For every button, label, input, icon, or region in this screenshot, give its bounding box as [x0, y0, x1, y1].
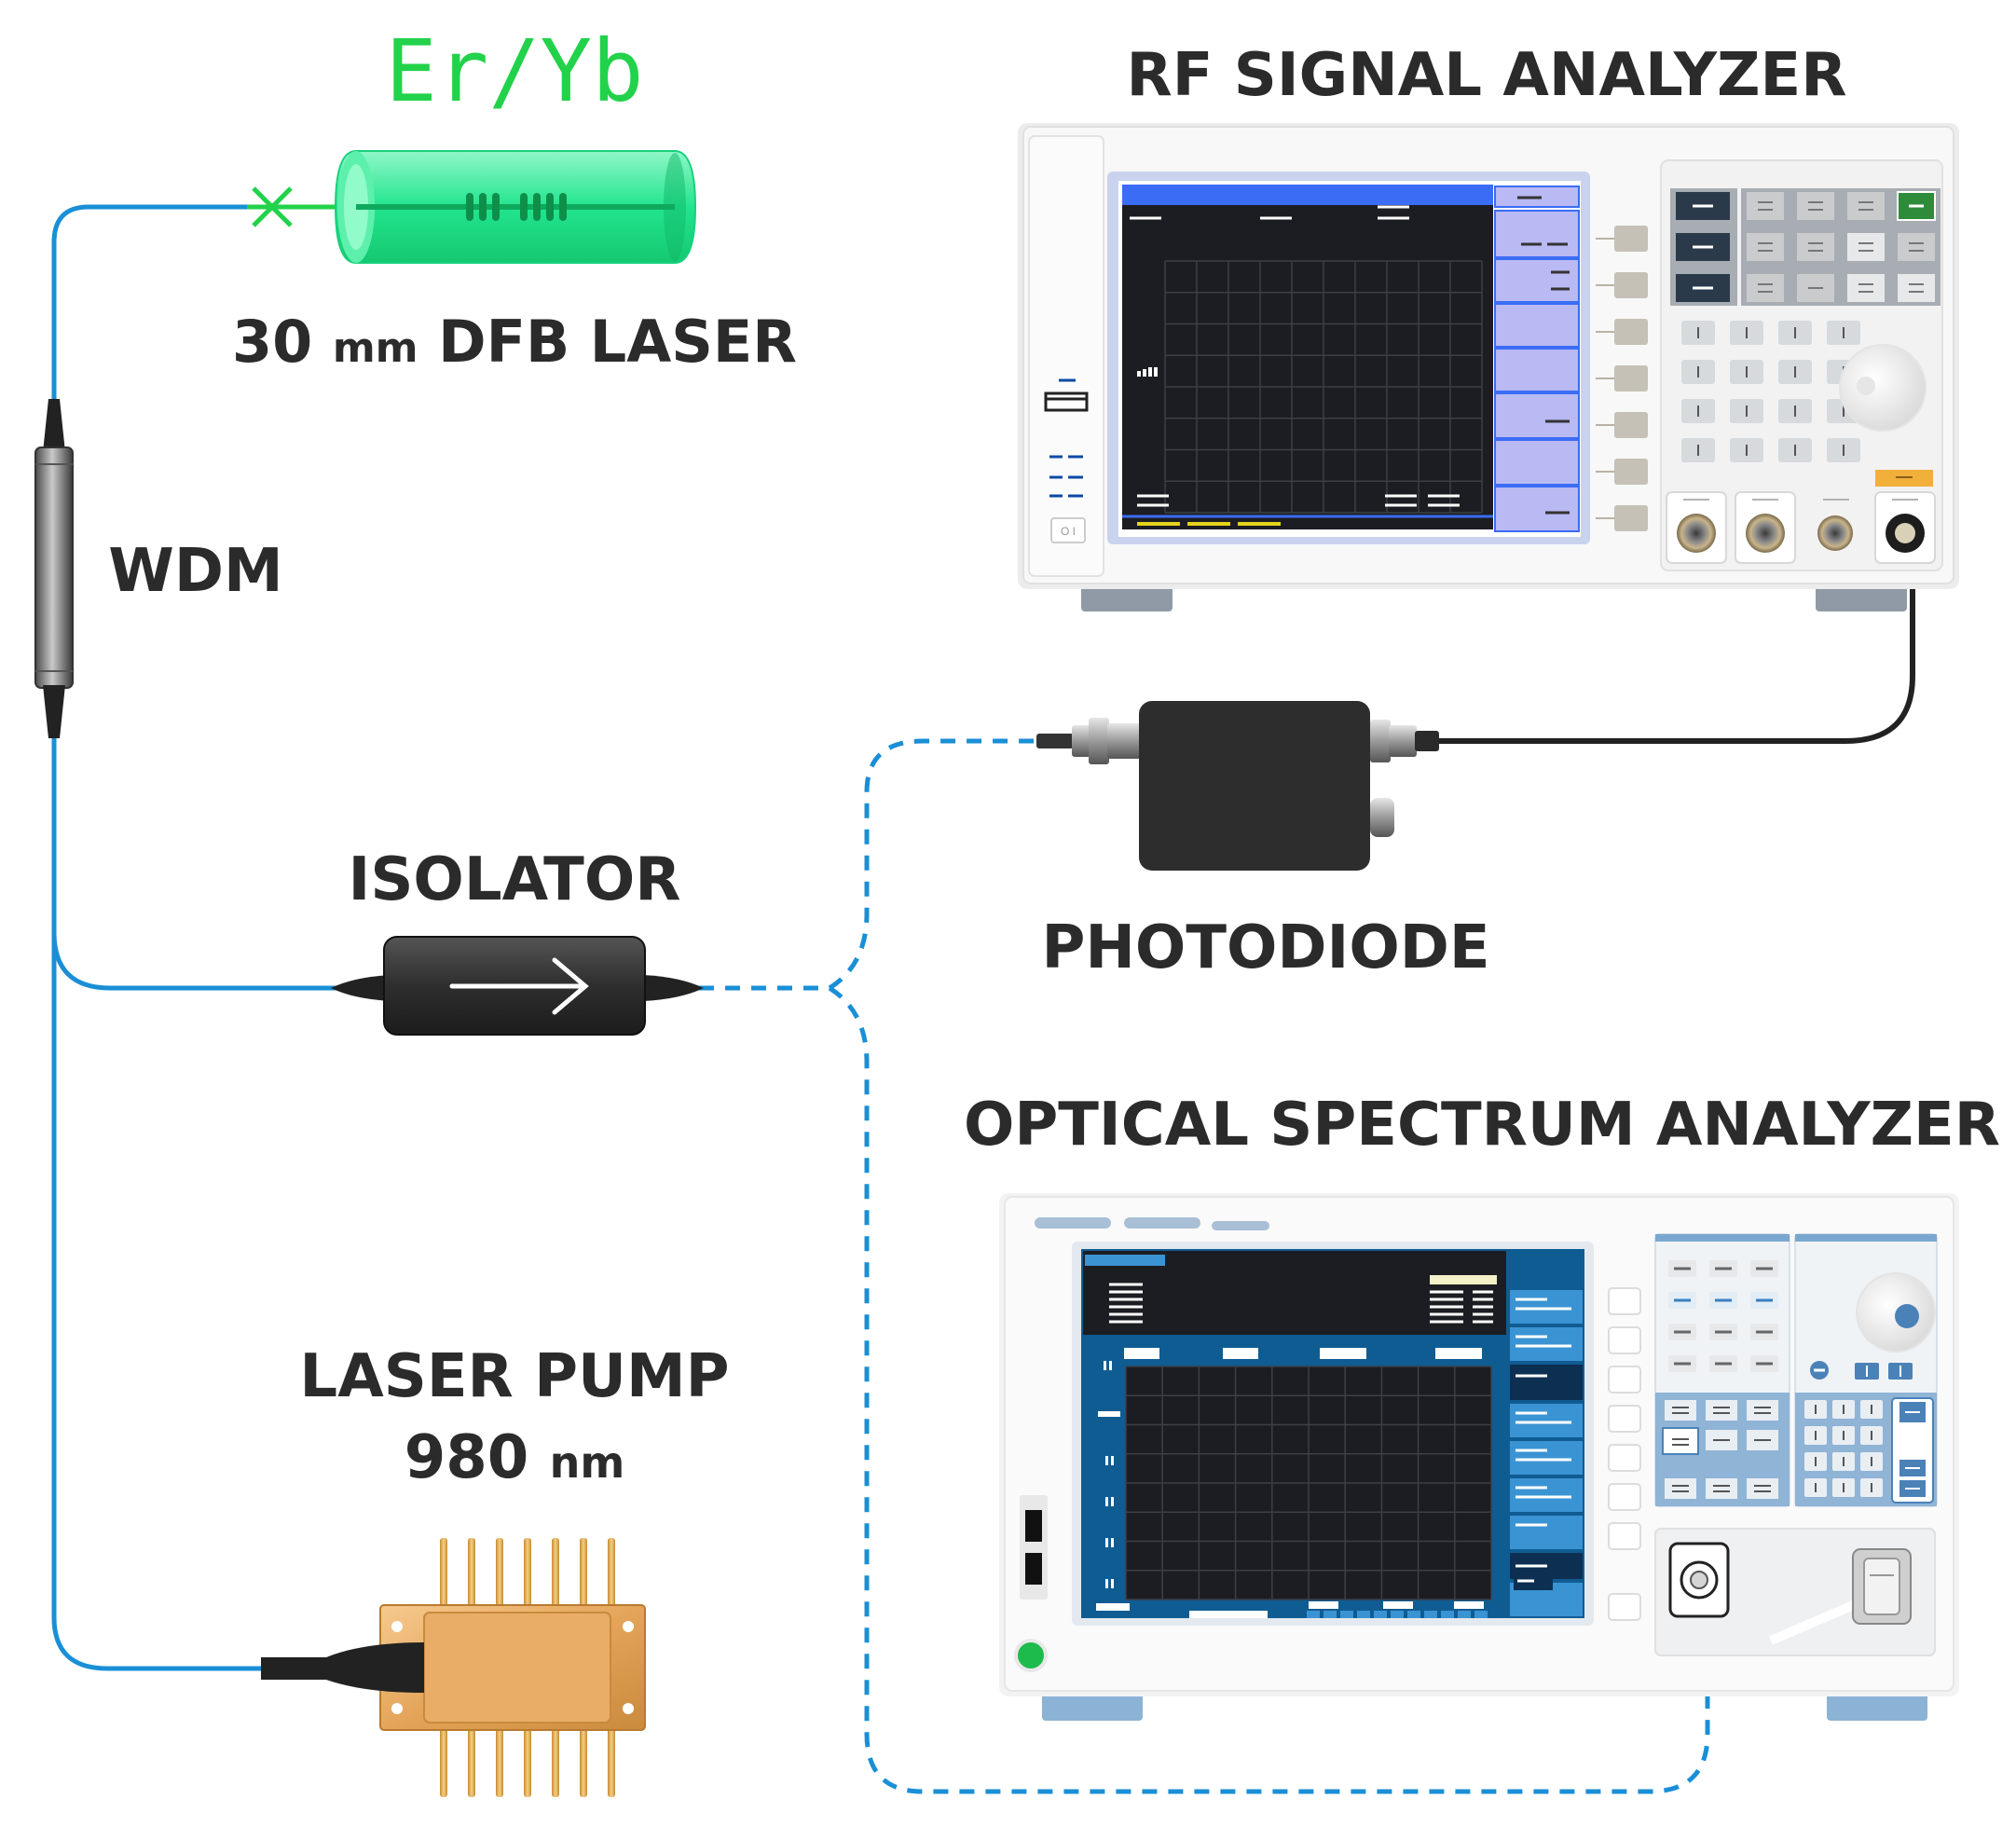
rf-keypad: [1681, 321, 1860, 462]
fiber-wdm-to-pump: [51, 727, 266, 1671]
laser-pump-butterfly: [261, 1538, 646, 1797]
rf-signal-analyzer: O I: [1018, 123, 1959, 611]
dfb-laser: [247, 150, 697, 264]
fiber-paths: [51, 204, 1915, 1794]
isolator-label: ISOLATOR: [349, 845, 681, 914]
arrow-right-icon: [449, 957, 589, 1015]
fiber-laser-to-wdm: [51, 204, 270, 410]
er-yb-label: Er/Yb: [386, 21, 644, 121]
pump-wavelength-label: 980 nm: [405, 1423, 625, 1492]
rf-screen-grid: [1164, 260, 1483, 514]
osa-numeric-keypad: [1804, 1400, 1883, 1497]
fiber-to-osa: [828, 985, 1710, 1794]
pump-title-label: LASER PUMP: [299, 1342, 729, 1411]
osa-label: OPTICAL SPECTRUM ANALYZER: [964, 1091, 2000, 1160]
rf-analyzer-label: RF SIGNAL ANALYZER: [1126, 41, 1846, 110]
photodiode: [1036, 701, 1439, 871]
osa-screen-grid: [1125, 1366, 1492, 1600]
wdm-label: WDM: [108, 537, 282, 606]
osa-function-keys: [1668, 1260, 1778, 1372]
fiber-to-photodiode: [828, 738, 1049, 991]
photodiode-label: PHOTODIODE: [1041, 913, 1489, 982]
optical-spectrum-analyzer: [999, 1193, 1959, 1721]
optical-isolator: [331, 936, 704, 1036]
fiber-wdm-to-isolator: [51, 931, 336, 991]
cross-splice-icon: [252, 186, 293, 227]
rf-cable-photodiode-to-analyzer: [1435, 541, 1915, 744]
rf-power-button-label: O I: [1061, 525, 1076, 538]
dfb-laser-label: 30 mm DFB LASER: [232, 308, 797, 376]
wdm-coupler: [34, 399, 74, 738]
